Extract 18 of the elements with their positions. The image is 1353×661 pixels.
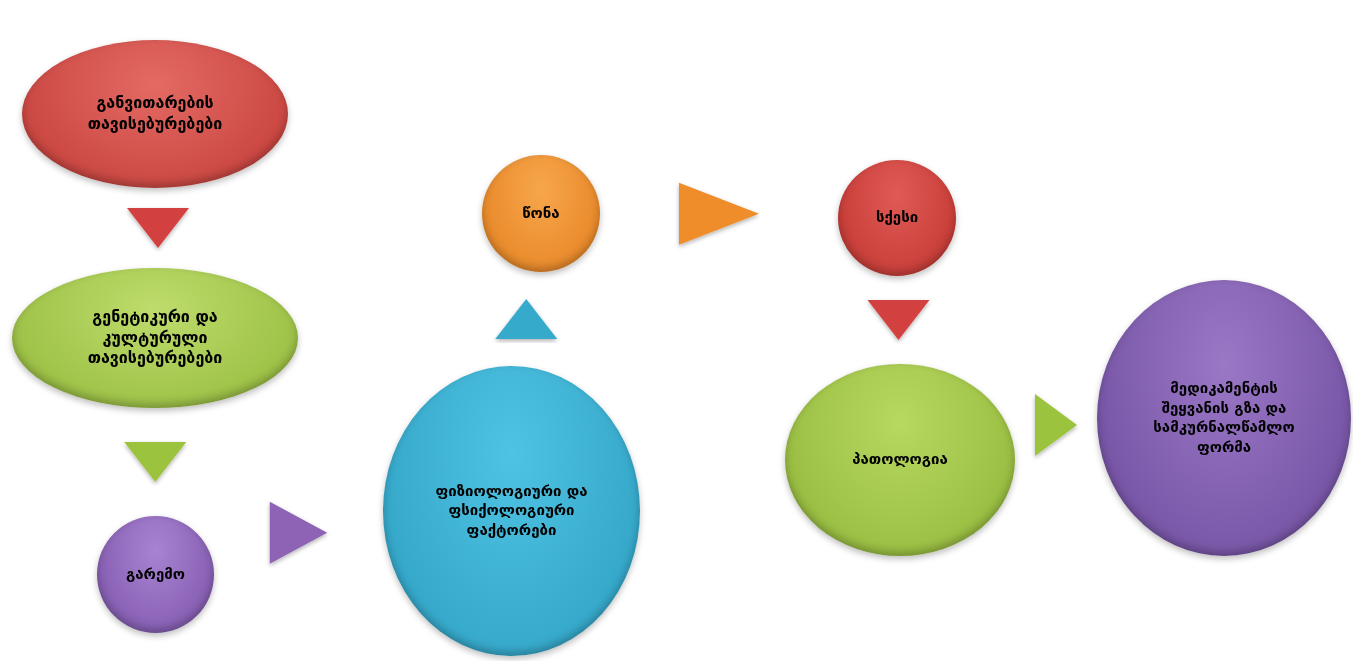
triangle-arrow <box>1035 394 1077 456</box>
triangle-arrow <box>867 300 930 340</box>
node-label: მედიკამენტის შეყვანის გზა და სამკურნალწამლო ფორმა <box>1152 379 1296 457</box>
node-label: გარემო <box>125 564 186 585</box>
node-label: ფიზიოლოგიური და ფსიქოლოგიური ფაქტორები <box>434 481 589 541</box>
circle-node <box>97 516 214 633</box>
triangle-arrow <box>127 208 189 248</box>
triangle-arrow <box>679 182 759 245</box>
node-label: სქესი <box>875 208 919 228</box>
triangle-arrow <box>124 442 187 482</box>
node-label: განვითარების თავისებურებები <box>86 93 224 135</box>
node-label: წონა <box>522 203 560 224</box>
triangle-arrow <box>269 501 328 564</box>
node-label: გენეტიკური და კულტურული თავისებურებები <box>86 306 224 370</box>
ellipse-node <box>838 160 956 276</box>
triangle-arrow <box>495 299 558 339</box>
node-label: პათოლოგია <box>852 450 948 470</box>
ellipse-node <box>482 155 600 272</box>
